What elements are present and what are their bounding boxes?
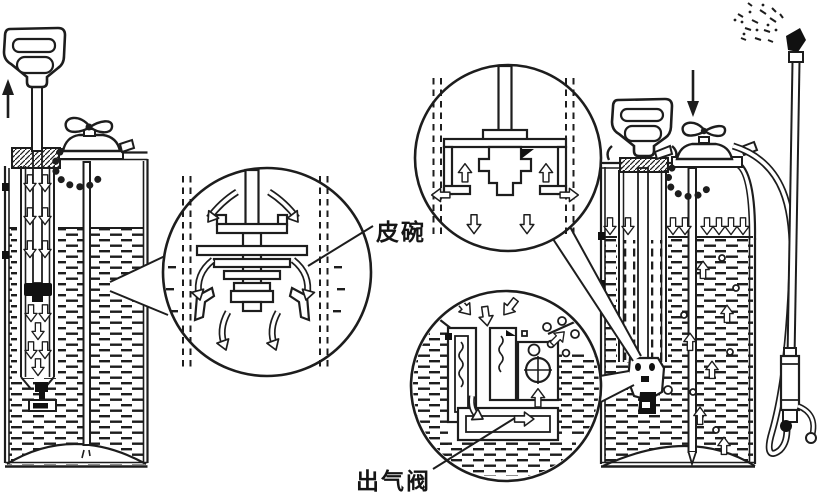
right-piston-rod-lower	[637, 167, 649, 361]
right-sprayer	[598, 70, 759, 468]
air-outlet-valve-detail-circle: 出气阀	[356, 289, 635, 495]
right-tank-lug	[598, 232, 605, 240]
spray-nozzle	[786, 28, 806, 63]
left-sprayer	[2, 26, 149, 468]
spray-wand-assembly	[731, 2, 817, 457]
left-piston-rod	[31, 83, 43, 152]
spray-mist	[733, 2, 784, 43]
cylinder-wall-liquid-dashes	[166, 266, 345, 313]
left-dip-tube	[82, 161, 91, 446]
label-piston-cup: 皮碗	[376, 219, 426, 246]
piston-cup-leader-line	[307, 225, 374, 267]
piston-cup-downstroke-detail-circle	[413, 63, 642, 362]
left-piston-cup	[24, 283, 52, 296]
downstroke-cup-cross-section	[442, 64, 568, 197]
left-outlet-valve	[28, 382, 57, 412]
downstroke-arrow-icon	[687, 70, 699, 117]
left-pump-cylinder	[17, 149, 58, 412]
left-pump-handle	[2, 26, 67, 89]
right-tank-bubble-arrows	[680, 254, 740, 456]
upstroke-arrow-icon	[2, 79, 14, 118]
right-dip-tube	[687, 167, 697, 453]
left-tank-dome-bottom	[6, 443, 147, 465]
right-cap-chain	[665, 164, 714, 200]
left-tank-cap	[51, 116, 136, 191]
left-cap-chain	[51, 148, 105, 191]
air-outlet-valve-leader-line	[432, 417, 516, 470]
right-cylinder-flange	[619, 157, 669, 173]
left-tank-lug	[2, 183, 9, 191]
piston-cup-cross-section	[193, 168, 311, 322]
piston-cup-detail-circle: 皮碗	[109, 166, 426, 378]
right-tank-pressure-arrows	[603, 217, 750, 236]
valve-detail-contents	[413, 294, 599, 476]
air-bubbles	[521, 316, 580, 358]
airflow-around-cup-arrows	[190, 189, 316, 353]
label-air-outlet-valve: 出气阀	[356, 468, 431, 495]
right-tank-dome-bottom	[602, 445, 756, 467]
wand-trigger-valve	[779, 347, 817, 444]
left-tank-lug	[2, 251, 9, 259]
right-outlet-valve	[626, 356, 673, 414]
right-tank-cap	[653, 121, 759, 200]
cup-seal-contact	[521, 149, 534, 159]
